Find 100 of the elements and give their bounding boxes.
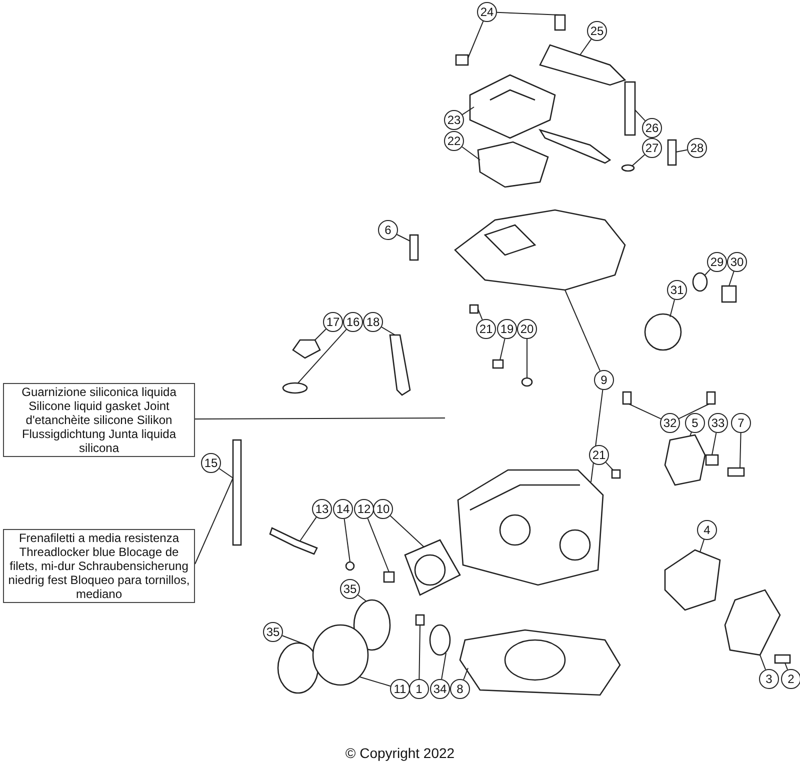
note-box: Guarnizione siliconica liquida Silicone liquid gasket Joint d'etanchèite silicone Silikon Flussigdichtung Junta liquida silicona [3, 383, 195, 457]
leader-line [605, 462, 614, 470]
bolt-drawing [727, 467, 745, 477]
nut-drawing [292, 339, 321, 359]
cylinder-head-drawing [457, 469, 604, 586]
leader-line [463, 668, 468, 680]
callout-number: 13 [312, 499, 332, 519]
callout-number: 35 [340, 579, 360, 599]
callout-number: 21 [476, 319, 496, 339]
callout-number: 27 [642, 138, 662, 158]
leader-line [218, 468, 234, 478]
leader-line [390, 515, 424, 548]
callout-number: 19 [497, 319, 517, 339]
hose-clamp-drawing [353, 599, 391, 651]
leader-line [478, 308, 483, 320]
leader-line [360, 676, 391, 687]
callout-number: 31 [667, 280, 687, 300]
leader-line [704, 268, 711, 276]
leader-line [740, 432, 742, 468]
spring-clip-drawing [429, 624, 451, 656]
callout-number: 23 [444, 110, 464, 130]
bolt-drawing [409, 234, 419, 261]
leader-line [632, 154, 646, 166]
callout-number: 34 [430, 679, 450, 699]
leader-line [298, 328, 347, 384]
callout-number: 26 [642, 118, 662, 138]
washer-drawing [282, 382, 308, 394]
tube-drawing [232, 439, 242, 546]
washer-drawing [521, 377, 533, 387]
leader-line [500, 338, 506, 360]
leader-line [760, 654, 766, 670]
callout-number: 9 [594, 370, 614, 390]
leader-line [728, 271, 734, 286]
callout-number: 12 [354, 499, 374, 519]
intake-boot-drawing [312, 624, 369, 686]
pump-cover-drawing [724, 589, 781, 656]
leader-line [194, 418, 446, 420]
callout-number: 8 [450, 679, 470, 699]
bolt-drawing [383, 571, 395, 583]
leader-line [634, 110, 646, 122]
gasket-drawing [664, 549, 721, 611]
callout-number: 35 [263, 622, 283, 642]
callout-number: 29 [707, 252, 727, 272]
bolt-drawing [554, 14, 566, 31]
callout-number: 1 [409, 679, 429, 699]
callout-number: 6 [378, 220, 398, 240]
callout-number: 16 [343, 312, 363, 332]
callout-number: 4 [697, 520, 717, 540]
sensor-drawing [269, 527, 318, 555]
callout-number: 15 [201, 453, 221, 473]
leader-line [462, 146, 480, 160]
callout-number: 21 [589, 445, 609, 465]
leader-line [344, 518, 350, 562]
callout-number: 25 [587, 21, 607, 41]
o-ring-drawing [345, 561, 355, 571]
leader-line [367, 518, 390, 572]
leader-line [381, 326, 396, 336]
bolt-drawing [455, 54, 469, 66]
gasket-drawing [477, 141, 549, 188]
leader-line [418, 624, 420, 680]
leader-line [441, 652, 446, 680]
callout-number: 33 [708, 413, 728, 433]
leader-line [564, 290, 600, 372]
leader-line [358, 594, 366, 602]
long-bolt-drawing [624, 81, 636, 136]
callout-number: 30 [727, 252, 747, 272]
callout-number: 18 [363, 312, 383, 332]
washer-drawing [621, 164, 635, 172]
callout-number: 3 [759, 669, 779, 689]
leader-line [676, 149, 688, 152]
callout-number: 17 [323, 312, 343, 332]
callout-number: 22 [444, 131, 464, 151]
leader-line [396, 234, 410, 242]
callout-number: 7 [731, 413, 751, 433]
callout-number: 10 [373, 499, 393, 519]
bolt-drawing [415, 614, 425, 626]
bolt-drawing [774, 654, 791, 664]
leader-line [468, 20, 484, 58]
callout-number: 24 [477, 2, 497, 22]
head-gasket-drawing [459, 629, 621, 696]
leader-line [194, 478, 234, 564]
leader-line [580, 38, 592, 56]
copyright-caption: © Copyright 2022 [344, 745, 456, 761]
note-box: Frenafiletti a media resistenza Threadlocker blue Blocage de filets, mi-dur Schraubensicherung niedrig fest Bloqueo para tornillos, mediano [3, 529, 195, 603]
leader-line [300, 516, 317, 542]
dowel-drawing [622, 391, 632, 405]
hose-clamp-drawing [277, 642, 319, 694]
callout-number: 2 [781, 669, 800, 689]
callout-number: 20 [517, 319, 537, 339]
leader-line [282, 635, 304, 644]
callout-number: 32 [660, 413, 680, 433]
fitting-drawing [705, 454, 719, 466]
o-ring-drawing [692, 272, 708, 292]
leader-line [700, 539, 704, 552]
leader-line [712, 432, 717, 456]
leader-line [462, 106, 474, 116]
plug-drawing [611, 469, 621, 479]
callout-number: 14 [333, 499, 353, 519]
leader-line [784, 662, 788, 670]
bolt-drawing [492, 359, 504, 369]
